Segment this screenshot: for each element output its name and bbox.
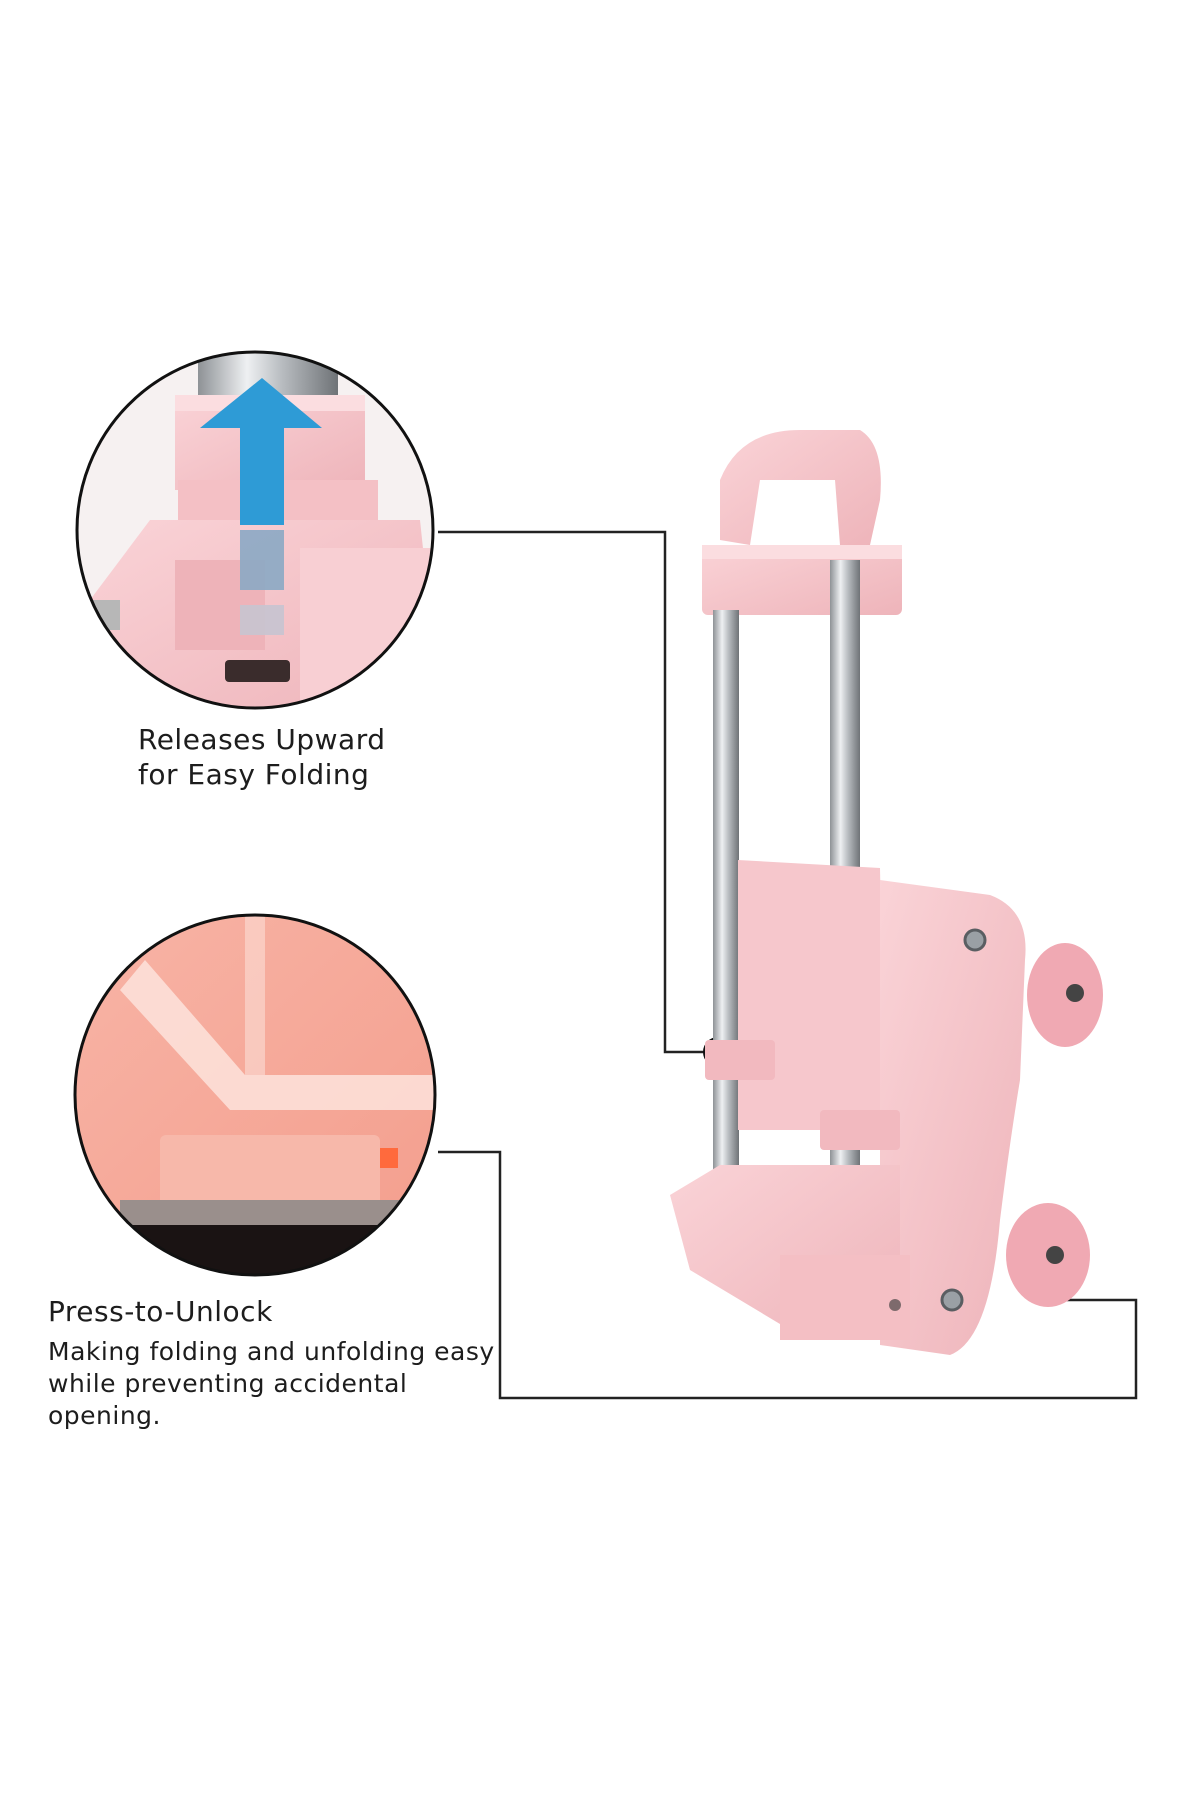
feature-1-title-line1: Releases Upward (138, 723, 386, 756)
arrow-up-icon (200, 378, 322, 635)
feature-2-title: Press-to-Unlock (48, 1295, 273, 1328)
folding-trolley-illustration (670, 430, 1103, 1355)
feature-1-title-line2: for Easy Folding (138, 758, 370, 791)
closeup-handle-lock (75, 350, 435, 710)
closeup-unlock-button (73, 913, 437, 1277)
feature-1-caption: Releases Upward for Easy Folding (138, 722, 386, 792)
leader-lines (438, 530, 1138, 1400)
feature-2-description: Making folding and unfolding easy while … (48, 1337, 495, 1430)
